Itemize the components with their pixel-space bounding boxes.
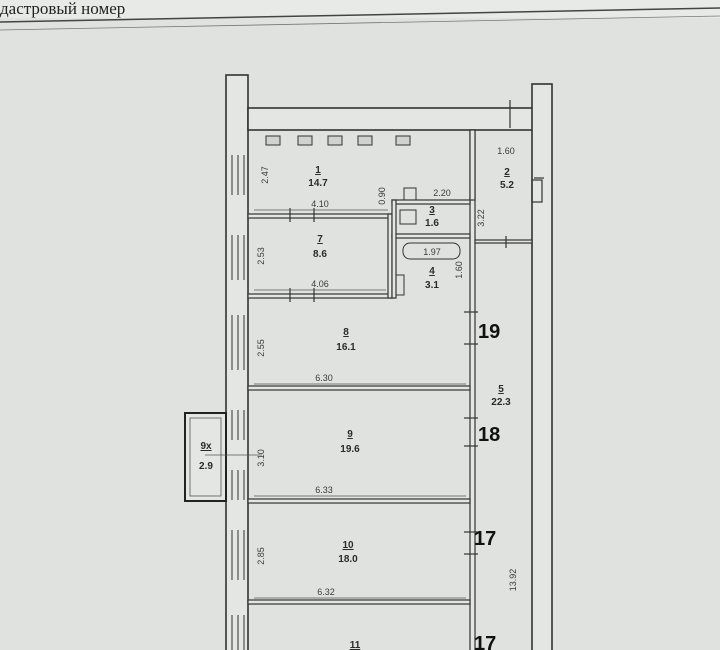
interior-walls (247, 129, 533, 650)
room-1-area: 14.7 (308, 178, 328, 189)
dim-2-53: 2.53 (256, 247, 266, 265)
toilet (403, 187, 417, 201)
right-wall (531, 83, 553, 650)
dimension-lines (205, 209, 466, 599)
room-9-area: 19.6 (340, 444, 360, 455)
dim-6-30: 6.30 (315, 373, 333, 383)
corridor-wall (469, 129, 476, 650)
room-1-number: 1 (315, 165, 321, 176)
window (231, 530, 245, 580)
room-2-area: 5.2 (500, 180, 514, 191)
dim-2-55: 2.55 (256, 339, 266, 357)
room-5-area: 22.3 (491, 397, 511, 408)
dim-2-47: 2.47 (260, 166, 270, 184)
dim-1-60b: 1.60 (454, 261, 464, 279)
dim-3-22: 3.22 (476, 209, 486, 227)
windows (231, 155, 245, 650)
window (231, 235, 245, 280)
dim-4-10: 4.10 (311, 199, 329, 209)
room-11-number: 11 (350, 640, 361, 650)
bathroom-fixtures (395, 187, 461, 296)
door-ticks (289, 100, 544, 555)
door-markers: 19 18 17 17 (474, 321, 500, 650)
toilet-icon (399, 209, 417, 225)
room-3-number: 3 (429, 205, 435, 216)
left-wall (225, 74, 249, 650)
header-text: дастровый номер (0, 0, 125, 18)
dim-1-60: 1.60 (497, 146, 515, 156)
marker-17b: 17 (474, 633, 496, 650)
dimension-labels: 1.60 2.47 4.10 0.90 2.20 3.22 2.53 1.97 … (256, 146, 518, 597)
dim-2-85: 2.85 (256, 547, 266, 565)
top-wall (247, 107, 535, 131)
room-9x-number: 9x (200, 441, 212, 452)
room-9x-area: 2.9 (199, 461, 213, 472)
room-7-number: 7 (317, 234, 323, 245)
balcony-9x (184, 412, 227, 502)
room-8-number: 8 (343, 327, 349, 338)
dim-1-97: 1.97 (423, 247, 441, 257)
dim-13-92: 13.92 (508, 569, 518, 592)
window (231, 410, 245, 440)
dim-3-10: 3.10 (256, 449, 266, 467)
room-9-number: 9 (347, 429, 353, 440)
room-4-area: 3.1 (425, 280, 439, 291)
marker-19: 19 (478, 321, 500, 343)
dim-6-32: 6.32 (317, 587, 335, 597)
radiators (265, 135, 411, 146)
room-4-number: 4 (429, 266, 435, 277)
room-8-area: 16.1 (336, 342, 356, 353)
outer-walls (225, 74, 553, 650)
marker-18: 18 (478, 424, 500, 446)
room-5-number: 5 (498, 384, 504, 395)
dim-0-90: 0.90 (377, 187, 387, 205)
room-2-number: 2 (504, 167, 510, 178)
room-10-area: 18.0 (338, 554, 358, 565)
window (231, 315, 245, 370)
room-3-area: 1.6 (425, 218, 439, 229)
header-rule-2 (0, 15, 720, 31)
dim-2-20: 2.20 (433, 188, 451, 198)
dim-4-06: 4.06 (311, 279, 329, 289)
header-band (0, 0, 720, 18)
marker-17: 17 (474, 528, 496, 550)
window (231, 470, 245, 500)
room-10-number: 10 (342, 540, 354, 551)
room-labels: 1 14.7 2 5.2 3 1.6 4 3.1 5 22.3 7 8.6 8 … (199, 165, 514, 650)
dim-6-33: 6.33 (315, 485, 333, 495)
room-7-area: 8.6 (313, 249, 327, 260)
window (231, 155, 245, 195)
bathtub (402, 242, 461, 260)
header-rule (0, 7, 720, 23)
window (231, 615, 245, 650)
